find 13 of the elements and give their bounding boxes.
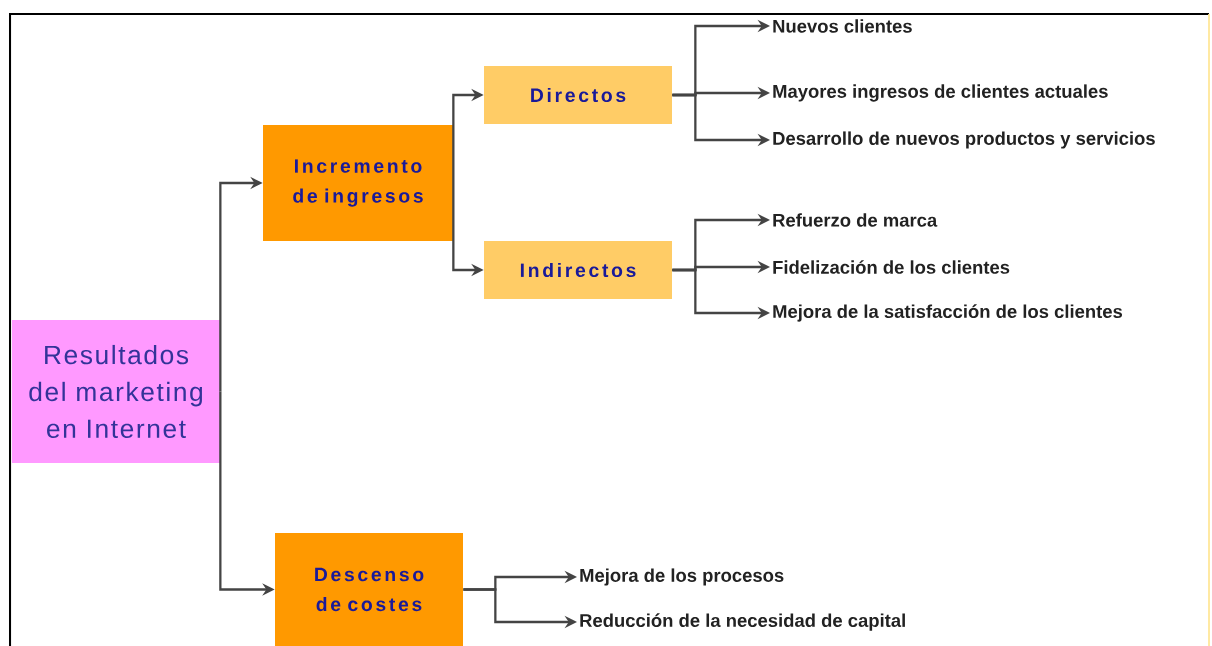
- subcategory-box: Indirectos: [484, 241, 672, 299]
- outcome-label: Fidelización de los clientes: [773, 260, 1010, 274]
- category-box: Incremento de ingresos: [263, 125, 453, 241]
- root-box: Resultados del marketing en Internet: [12, 320, 220, 463]
- outcome-label: Mejora de la satisfacción de los clientes: [773, 304, 1123, 322]
- outcome-label: Desarrollo de nuevos productos y servicios: [773, 131, 1155, 149]
- outcome-label: Nuevos clientes: [773, 19, 912, 33]
- outcome-label: Mayores ingresos de clientes actuales: [773, 84, 1108, 102]
- outcome-label: Mejora de los procesos: [580, 568, 784, 586]
- outcome-label: Refuerzo de marca: [773, 213, 938, 227]
- category-box: Descenso de costes: [275, 533, 463, 646]
- outcome-label: Reducción de la necesidad de capital: [580, 613, 905, 631]
- subcategory-box: Directos: [484, 66, 672, 124]
